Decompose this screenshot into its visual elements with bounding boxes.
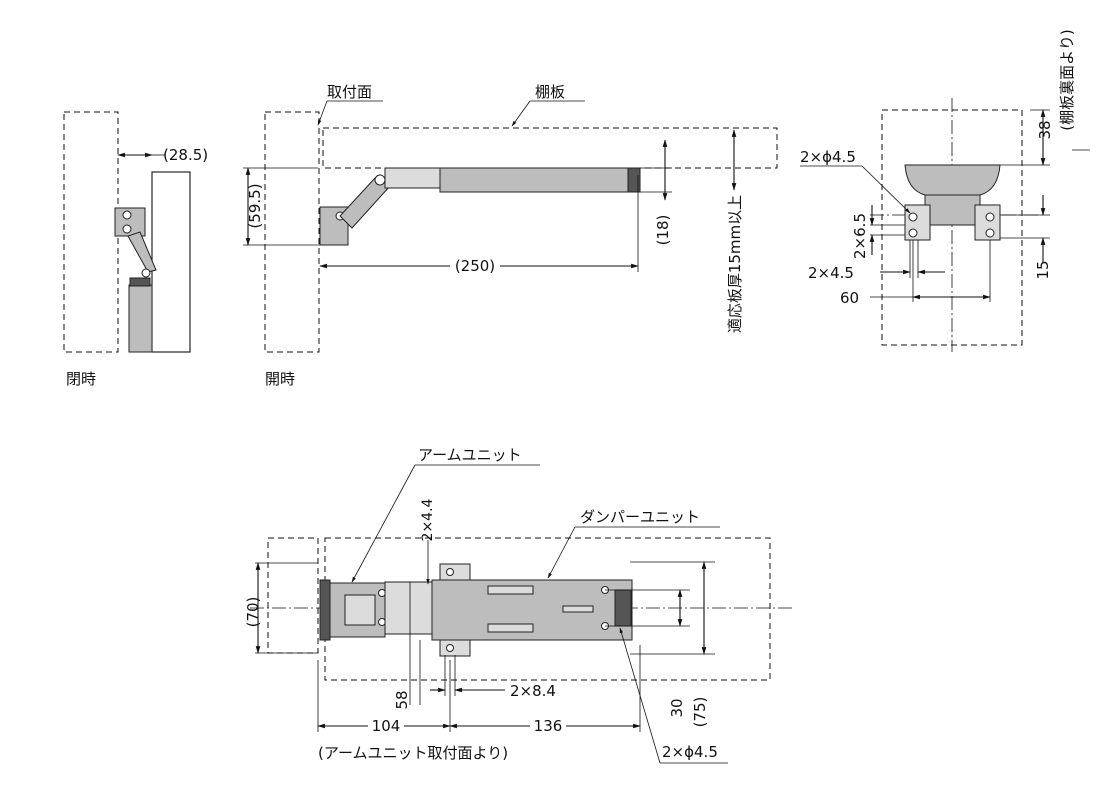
dim-70: (70) (244, 597, 262, 628)
dim-30: 30 (668, 698, 686, 717)
dim-2xphi4-5: 2×ϕ4.5 (800, 148, 856, 166)
open-damper-body (439, 167, 629, 193)
open-view: 取付面 棚板 (59.5) (250) (18) 適応板厚15mm以上 開時 (243, 83, 778, 388)
dim-60: 60 (840, 289, 859, 307)
dim-2xphi4-5-bottom: 2×ϕ4.5 (662, 743, 718, 761)
open-cabinet-side-panel (264, 111, 320, 353)
open-shelf-outline (322, 127, 778, 169)
dim-75: (75) (691, 697, 709, 728)
open-arm-sleeve (384, 167, 441, 189)
label-from-arm-mount: (アームユニット取付面より) (318, 744, 508, 762)
side-bracket-left (904, 204, 931, 241)
dim-28-5: (28.5) (163, 146, 208, 164)
side-body (924, 194, 981, 226)
damper-bracket-top (439, 563, 471, 581)
dim-15: 15 (1034, 260, 1052, 279)
dim-58: 58 (393, 690, 411, 709)
dim-104: 104 (372, 717, 401, 735)
dim-38: 38 (1036, 120, 1054, 139)
label-open: 開時 (265, 370, 295, 388)
top-view: アームユニット ダンパーユニット 2×4.4 (70) 58 2×8.4 104… (244, 446, 795, 764)
label-arm-unit: アームユニット (418, 446, 522, 464)
top-cabinet-side (267, 537, 319, 654)
dim-59-5: (59.5) (246, 183, 264, 228)
dim-136: 136 (534, 717, 563, 735)
dim-2x4-5: 2×4.5 (808, 264, 854, 282)
dim-250: (250) (455, 257, 495, 275)
side-damper-cap (904, 164, 1001, 196)
dim-2x8-4: 2×8.4 (510, 682, 556, 700)
cabinet-side-panel (63, 111, 119, 353)
label-damper-unit: ダンパーユニット (580, 508, 700, 526)
label-mount-face: 取付面 (327, 83, 372, 101)
closed-door-panel (151, 171, 191, 353)
dim-18: (18) (654, 215, 672, 246)
dim-2x4-4: 2×4.4 (420, 498, 436, 541)
damper-bracket-bottom (439, 639, 471, 657)
open-arm-link (339, 177, 391, 229)
side-view: 38 (棚板裏面より) 15 2×ϕ4.5 2×6.5 2×4.5 60 (800, 29, 1090, 352)
closed-view: (28.5) 閉時 (63, 111, 208, 388)
label-closed: 閉時 (66, 370, 96, 388)
label-shelf: 棚板 (535, 83, 565, 101)
closed-damper-body (128, 284, 153, 353)
label-shelf-thickness: 適応板厚15mm以上 (726, 195, 744, 333)
closed-arm-link (127, 231, 157, 273)
label-from-shelf-back: (棚板裏面より) (1058, 29, 1076, 130)
dim-2x6-5: 2×6.5 (851, 213, 869, 259)
arm-unit-plate (319, 579, 331, 641)
